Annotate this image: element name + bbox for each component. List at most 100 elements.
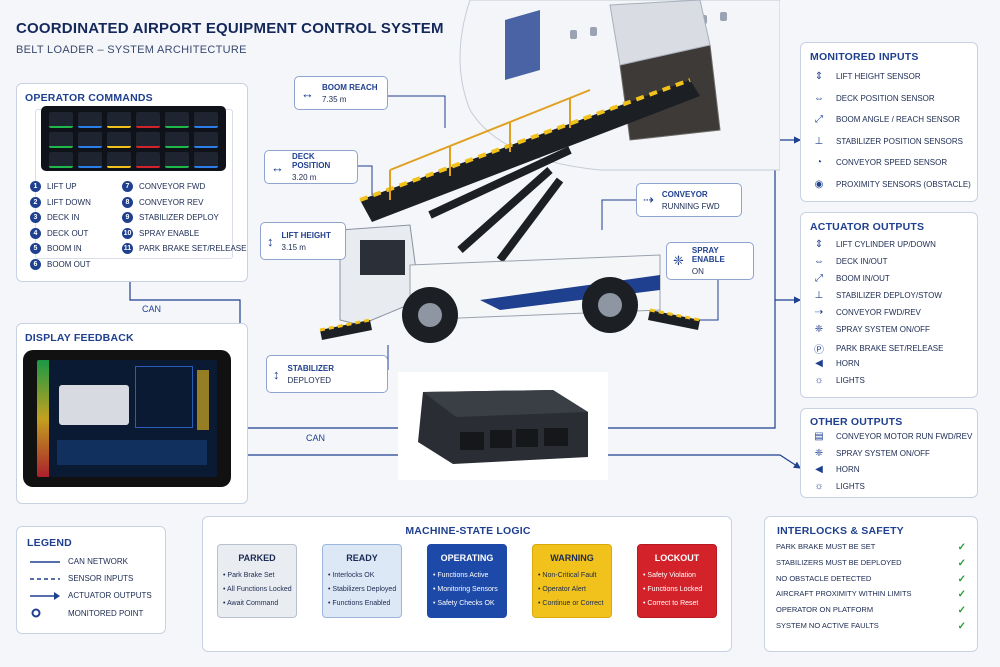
- monitored-inputs-item: ◔CONVEYOR SPEED SENSOR: [812, 157, 947, 168]
- monitored-inputs-label: STABILIZER POSITION SENSORS: [836, 136, 963, 146]
- display-screen: [37, 360, 217, 477]
- keypad-button[interactable]: [165, 152, 189, 168]
- other-outputs-item: ◀HORN: [812, 464, 859, 475]
- legend-title: LEGEND: [27, 537, 72, 549]
- legend-item-can: CAN NETWORK: [30, 557, 128, 566]
- keypad-button[interactable]: [78, 152, 102, 168]
- check-icon: ✓: [957, 589, 966, 601]
- keypad-button[interactable]: [194, 152, 218, 168]
- state-condition: Continue or Correct: [538, 597, 611, 611]
- command-keypad[interactable]: [41, 106, 226, 171]
- keypad-button[interactable]: [78, 112, 102, 128]
- legend-panel: LEGEND: [16, 526, 166, 634]
- command-label: SPRAY ENABLE: [139, 228, 200, 238]
- interlock-label: SYSTEM NO ACTIVE FAULTS: [776, 621, 879, 630]
- display-monitor[interactable]: [23, 350, 231, 487]
- command-number: 5: [30, 243, 41, 254]
- keypad-button[interactable]: [78, 132, 102, 148]
- conveyor-arrow-icon: ⇢: [643, 192, 654, 207]
- monitored-inputs-panel: MONITORED INPUTS: [800, 42, 978, 202]
- state-condition: Correct to Reset: [643, 597, 716, 611]
- command-label: BOOM OUT: [47, 259, 91, 269]
- stabilizer-icon: ↕: [273, 366, 280, 382]
- state-condition: Non-Critical Fault: [538, 569, 611, 583]
- sensor-dash-icon: [30, 577, 60, 580]
- deck-icon: ⇔: [814, 256, 824, 267]
- legend-item-point: MONITORED POINT: [30, 608, 143, 618]
- state-conditions: Park Brake SetAll Functions LockedAwait …: [218, 569, 296, 611]
- actuator-outputs-item: ⇢CONVEYOR FWD/REV: [812, 307, 921, 318]
- spray-icon: ❈: [814, 447, 824, 459]
- command-number: 3: [30, 212, 41, 223]
- proximity-icon: ◉: [814, 178, 824, 190]
- interlocks-panel: INTERLOCKS & SAFETY: [764, 516, 978, 652]
- legend-item-actuator: ACTUATOR OUTPUTS: [30, 591, 152, 600]
- park-brake-icon: Ⓟ: [814, 345, 824, 356]
- actuator-outputs-label: STABILIZER DEPLOY/STOW: [836, 291, 942, 300]
- keypad-button[interactable]: [165, 112, 189, 128]
- keypad-button[interactable]: [136, 132, 160, 148]
- other-outputs-label: CONVEYOR MOTOR RUN FWD/REV: [836, 432, 973, 441]
- spray-enable-callout: ❈ SPRAY ENABLE ON: [666, 242, 754, 280]
- command-number: 11: [122, 243, 133, 254]
- actuator-outputs-label: BOOM IN/OUT: [836, 274, 890, 283]
- command-label: LIFT DOWN: [47, 197, 91, 207]
- state-condition: Monitoring Sensors: [433, 583, 506, 597]
- actuator-outputs-label: LIGHTS: [836, 376, 865, 385]
- deck-position-value: 3.20 m: [292, 173, 317, 182]
- monitored-point-icon: [31, 608, 41, 618]
- legend-label: CAN NETWORK: [68, 557, 128, 566]
- keypad-button[interactable]: [107, 112, 131, 128]
- command-number: 8: [122, 196, 133, 208]
- lift-height-value: 3.15 m: [281, 242, 306, 252]
- actuator-outputs-label: LIFT CYLINDER UP/DOWN: [836, 240, 936, 249]
- state-condition: Functions Locked: [643, 583, 716, 597]
- state-condition: Operator Alert: [538, 583, 611, 597]
- lift-height-label: LIFT HEIGHT: [281, 230, 331, 240]
- keypad-button[interactable]: [107, 132, 131, 148]
- command-number: 1: [30, 181, 41, 192]
- keypad-button[interactable]: [194, 112, 218, 128]
- actuator-outputs-label: PARK BRAKE SET/RELEASE: [836, 344, 944, 353]
- interlock-label: NO OBSTACLE DETECTED: [776, 573, 872, 583]
- other-outputs-item: ❈SPRAY SYSTEM ON/OFF: [812, 448, 930, 459]
- keypad-button[interactable]: [136, 152, 160, 168]
- state-operating: OPERATING Functions ActiveMonitoring Sens…: [427, 544, 507, 618]
- keypad-button[interactable]: [165, 132, 189, 148]
- keypad-button[interactable]: [49, 112, 73, 128]
- actuator-outputs-panel: ACTUATOR OUTPUTS: [800, 212, 978, 398]
- command-label: DECK IN: [47, 213, 80, 222]
- conveyor-value: RUNNING FWD: [661, 201, 720, 211]
- state-condition: Stabilizers Deployed: [328, 583, 401, 597]
- monitored-inputs-item: ⇔DECK POSITION SENSOR: [812, 93, 935, 104]
- keypad-button[interactable]: [194, 132, 218, 148]
- state-condition: Interlocks OK: [328, 569, 401, 583]
- spray-icon: ❈: [673, 253, 684, 268]
- command-label: LIFT UP: [47, 182, 77, 191]
- keypad-button[interactable]: [107, 152, 131, 168]
- interlocks-title: INTERLOCKS & SAFETY: [777, 525, 904, 537]
- command-label: STABILIZER DEPLOY: [139, 213, 219, 222]
- keypad-button[interactable]: [136, 112, 160, 128]
- stabilizer-label: STABILIZER: [287, 363, 335, 373]
- keypad-button[interactable]: [49, 132, 73, 148]
- state-name: OPERATING: [440, 553, 494, 563]
- state-condition: Await Command: [223, 597, 296, 611]
- command-label: PARK BRAKE SET/RELEASE: [139, 244, 247, 253]
- state-condition: All Functions Locked: [223, 583, 296, 597]
- monitored-inputs-label: PROXIMITY SENSORS (OBSTACLE): [836, 179, 971, 189]
- state-warning: WARNINGNon-Critical FaultOperator AlertC…: [532, 544, 612, 618]
- state-conditions: Functions ActiveMonitoring SensorsSafety…: [428, 569, 506, 611]
- stabilizer-icon: ⊥: [814, 290, 824, 301]
- spray-enable-label: SPRAY ENABLE: [691, 246, 725, 264]
- keypad-button[interactable]: [49, 152, 73, 168]
- spray-enable-value: ON: [691, 267, 704, 276]
- stabilizer-icon: ⊥: [814, 135, 824, 147]
